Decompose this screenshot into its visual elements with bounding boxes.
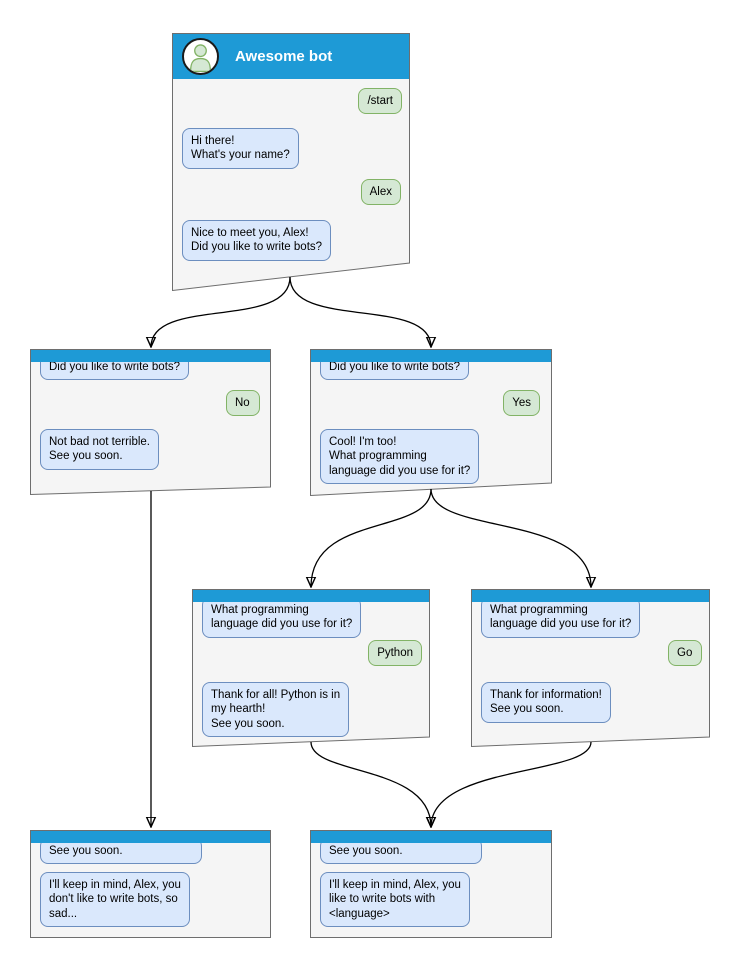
window-header xyxy=(193,590,429,602)
chat-window-no-branch: Did you like to write bots? No Not bad n… xyxy=(30,349,271,495)
bot-message: Thank for information! See you soon. xyxy=(481,682,611,723)
bot-message: I'll keep in mind, Alex, you like to wri… xyxy=(320,872,470,928)
user-message: /start xyxy=(358,88,402,115)
window-header xyxy=(311,350,551,362)
arrow-python-to-end xyxy=(310,741,431,827)
bot-message: What programming language did you use fo… xyxy=(202,597,362,638)
bot-message: Thank for all! Python is in my hearth! S… xyxy=(202,682,350,738)
user-message: No xyxy=(226,390,260,417)
user-message: Python xyxy=(368,640,422,667)
bot-message: Hi there! What's your name? xyxy=(182,128,299,169)
window-header xyxy=(472,590,709,602)
user-message: Go xyxy=(668,640,702,667)
arrow-yes-to-go xyxy=(430,488,591,587)
chat-window-go-branch: What programming language did you use fo… xyxy=(471,589,710,747)
chat-window-end-negative: See you soon. I'll keep in mind, Alex, y… xyxy=(30,830,271,938)
bot-message: Cool! I'm too! What programming language… xyxy=(320,429,480,485)
chat-title: Awesome bot xyxy=(235,48,333,65)
arrow-go-to-end xyxy=(431,741,592,827)
chat-window-yes-branch: Did you like to write bots? Yes Cool! I'… xyxy=(310,349,552,496)
window-header xyxy=(311,831,551,843)
window-header: Awesome bot xyxy=(173,34,409,79)
bot-message: Not bad not terrible. See you soon. xyxy=(40,429,160,470)
bot-message: What programming language did you use fo… xyxy=(481,597,641,638)
bot-message: I'll keep in mind, Alex, you don't like … xyxy=(40,872,190,928)
window-header xyxy=(31,350,270,362)
chat-window-start: Awesome bot /start Hi there! What's your… xyxy=(172,33,410,291)
user-message: Yes xyxy=(503,390,540,417)
window-header xyxy=(31,831,270,843)
arrow-yes-to-python xyxy=(311,488,432,587)
chat-window-end-positive: See you soon. I'll keep in mind, Alex, y… xyxy=(310,830,552,938)
chat-window-python-branch: What programming language did you use fo… xyxy=(192,589,430,747)
bot-message: Nice to meet you, Alex! Did you like to … xyxy=(182,220,332,261)
user-message: Alex xyxy=(360,179,401,206)
bot-avatar-icon xyxy=(182,38,219,75)
